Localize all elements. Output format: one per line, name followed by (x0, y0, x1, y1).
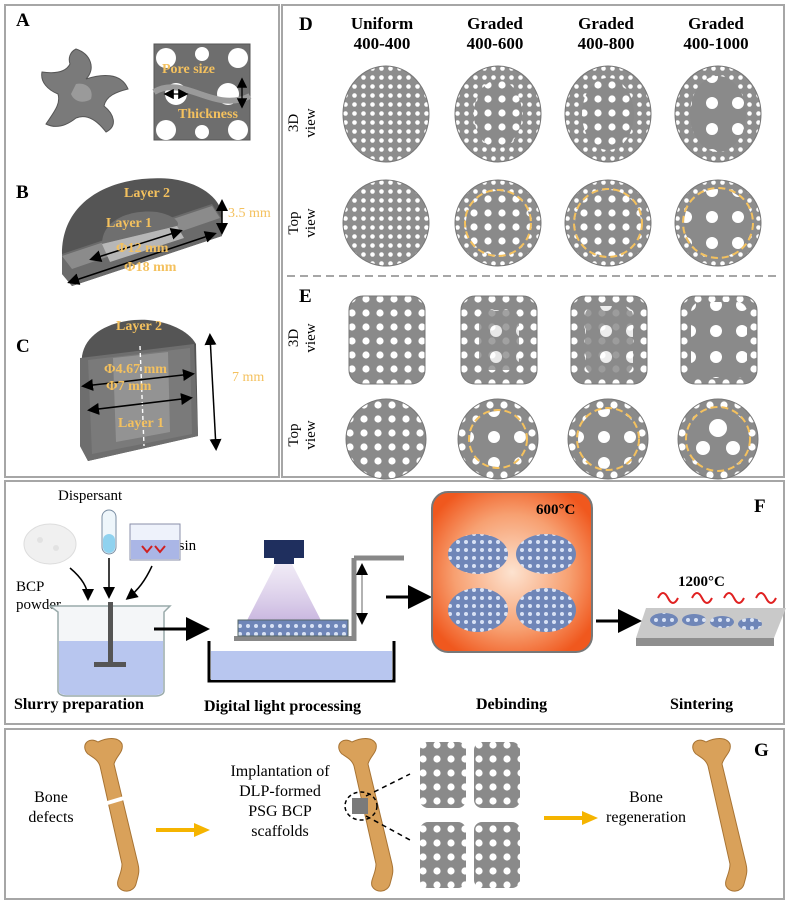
d-3d-graded-1000 (674, 65, 762, 163)
arrow-step-1-2 (154, 617, 210, 641)
d-3d-uniform (342, 65, 430, 163)
arrow-step-3-4 (596, 609, 642, 633)
step-slurry-preparation: Slurry preparation (14, 696, 144, 713)
panel-label-c: C (16, 336, 30, 357)
d-top-graded-800 (564, 179, 652, 267)
panel-geometry: A Pore size Thickness B Layer 2 Layer 1 … (4, 4, 280, 478)
panel-scaffold-designs: D Uniform 400-400 Graded 400-600 Graded … (281, 4, 785, 480)
e-top-graded-800 (567, 398, 649, 480)
label-b-layer1: Layer 1 (106, 216, 153, 231)
label-b-outer-diameter: Φ18 mm (124, 260, 177, 275)
gyroid-unit-cell (41, 48, 129, 133)
e-3d-graded-1000 (680, 295, 758, 385)
bone-regenerated-illustration (692, 738, 748, 892)
label-b-height: 3.5 mm (228, 206, 271, 221)
column-header-graded-1000: Graded 400-1000 (683, 14, 749, 53)
label-c-layer1: Layer 1 (118, 416, 165, 431)
dlp-printer-illustration (207, 540, 404, 683)
half-cylinder-model (80, 319, 198, 461)
d-3d-graded-600 (454, 65, 542, 163)
d-top-uniform (342, 179, 430, 267)
arrow-g-1 (156, 823, 210, 837)
column-header-uniform: Uniform 400-400 (350, 14, 414, 53)
bone-implant-illustration (338, 738, 394, 892)
step-digital-light-processing: Digital light processing (204, 698, 362, 715)
step-debinding: Debinding (476, 696, 548, 713)
d-3d-graded-800 (564, 65, 652, 163)
d-top-graded-600 (454, 179, 542, 267)
panel-label-f: F (754, 496, 766, 517)
label-b-inner-diameter: Φ12 mm (116, 241, 169, 256)
c-height-arrow (204, 333, 222, 451)
label-temp-sintering: 1200°C (678, 574, 725, 590)
label-dispersant: Dispersant (58, 488, 123, 504)
arrow-g-2 (544, 811, 598, 825)
label-thickness: Thickness (178, 107, 238, 122)
column-header-graded-600: Graded 400-600 (466, 14, 524, 53)
half-disc-model (62, 178, 228, 286)
label-c-height: 7 mm (232, 370, 265, 385)
step-sintering: Sintering (670, 696, 734, 713)
implant-zoom-lines (365, 773, 411, 841)
arrow-step-2-3 (386, 585, 432, 609)
sintering-plate (636, 592, 786, 646)
bone-defect-illustration (84, 738, 140, 892)
e-3d-graded-800 (570, 295, 648, 385)
label-b-layer2: Layer 2 (124, 186, 171, 201)
debinding-oven (431, 491, 593, 653)
scaffold-samples (420, 742, 520, 888)
column-header-graded-800: Graded 400-800 (577, 14, 635, 53)
panel-label-b: B (16, 182, 29, 203)
e-top-graded-600 (457, 398, 539, 480)
label-temp-debinding: 600°C (536, 502, 576, 518)
e-3d-graded-600 (460, 295, 538, 385)
label-c-layer2: Layer 2 (116, 319, 163, 334)
panel-label-e: E (299, 286, 312, 307)
e-top-graded-1000 (677, 398, 759, 480)
panel-label-a: A (16, 10, 30, 31)
de-divider (287, 275, 781, 277)
label-c-outer-diameter: Φ7 mm (106, 379, 152, 394)
panel-label-d: D (299, 14, 313, 35)
d-top-graded-1000 (674, 179, 762, 267)
e-top-uniform (345, 398, 427, 480)
label-c-inner-diameter: Φ4.67 mm (104, 362, 167, 377)
label-pore-size: Pore size (162, 62, 215, 77)
slurry-illustration (23, 509, 181, 697)
label-implantation: Implantation of DLP-formed PSG BCP scaff… (230, 763, 330, 840)
unit-cell-section (152, 43, 252, 141)
e-3d-uniform (348, 295, 426, 385)
panel-label-g: G (754, 740, 769, 761)
